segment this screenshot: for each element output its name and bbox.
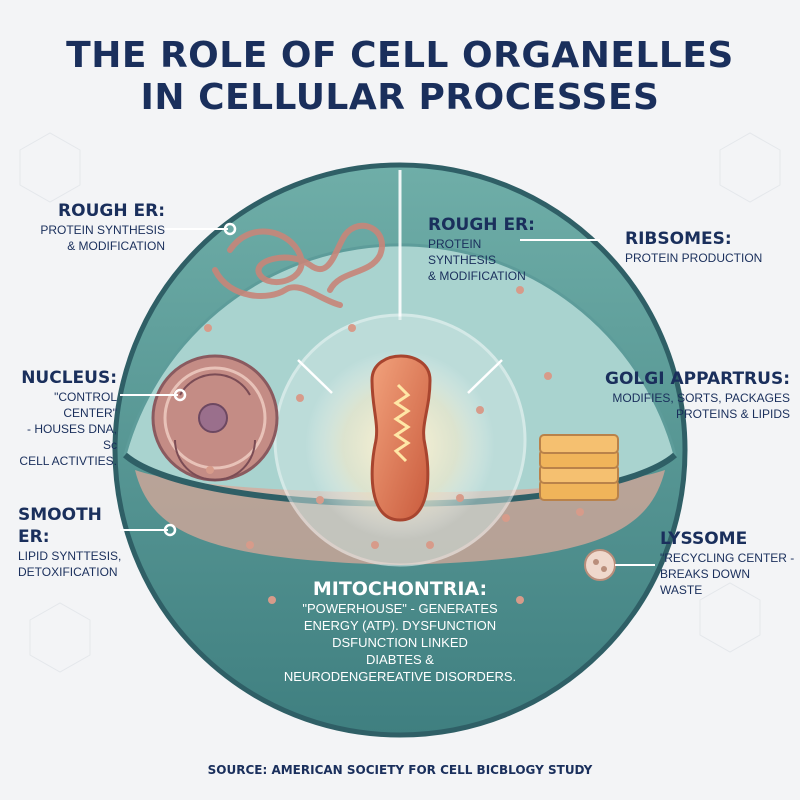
nucleus-label: NUCLEUS: "CONTROL CENTER" - HOUSES DNA, … [10,367,117,469]
mitochondria-desc-4: DIABTES & [366,652,434,667]
golgi-desc-1: MODIFIES, SORTS, PACKAGES [612,391,790,405]
ribosome-dots [204,286,584,604]
nucleus-heading: NUCLEUS: [21,368,117,388]
mitochondria-desc-1: "POWERHOUSE" - GENERATES [302,601,498,616]
smooth-er-label: SMOOTH ER: LIPID SYNTTESIS, DETOXIFICATI… [18,504,128,580]
lysosome-desc-1: "RECYCLING CENTER - [660,551,795,565]
rough-er-left-desc-2: & MODIFICATION [67,239,165,253]
smooth-er-desc-1: LIPID SYNTTESIS, [18,549,122,563]
source-credit: SOURCE: AMERICAN SOCIETY FOR CELL BICBLO… [207,763,593,777]
ribosomes-heading: RIBSOMES: [625,229,732,249]
lysosome-label: LYSSOME "RECYCLING CENTER - BREAKS DOWN … [660,528,795,598]
nucleus-desc-3: CELL ACTIVTIES. [19,454,117,468]
nucleus-desc-1: "CONTROL CENTER" [54,390,117,420]
mitochondria-heading: MITOCHONTRIA: [312,578,488,600]
rough-er-center-heading: ROUGH ER: [428,215,535,235]
golgi-desc-2: PROTEINS & LIPIDS [675,407,790,421]
nucleus-shape [151,354,279,482]
ribosomes-desc-1: PROTEIN PRODUCTION [625,251,763,265]
mitochondria-desc-5: NEURODENGEREATIVE DISORDERS. [283,669,517,684]
mitochondria-desc-2: ENERGY (ATP). DYSFUNCTION [303,618,497,633]
nucleus-desc-2: - HOUSES DNA, Sc [26,422,117,452]
hex-background [19,132,781,673]
golgi-shape [539,434,619,501]
lysosome-heading: LYSSOME [660,529,748,549]
rough-er-center-label: ROUGH ER: PROTEIN SYNTHESIS & MODIFICATI… [428,214,548,284]
mitochondria-desc-3: DSFUNCTION LINKED [332,635,468,650]
mitochondria-label: MITOCHONTRIA: "POWERHOUSE" - GENERATES E… [270,578,530,685]
rough-er-shape [212,222,385,308]
page-title-line2: IN CELLULAR PROCESSES [140,77,660,118]
rough-er-left-label: ROUGH ER: PROTEIN SYNTHESIS & MODIFICATI… [20,200,165,254]
rough-er-left-heading: ROUGH ER: [58,201,165,221]
lysosome-shape [584,549,616,581]
lysosome-desc-2: BREAKS DOWN WASTE [660,567,751,597]
smooth-er-heading: SMOOTH ER: [18,505,102,547]
mitochondrion-shape [370,354,432,522]
smooth-er-desc-2: DETOXIFICATION [18,565,118,579]
page-title-line1: THE ROLE OF CELL ORGANELLES [66,35,734,76]
golgi-label: GOLGI APPARTRUS: MODIFIES, SORTS, PACKAG… [580,368,790,422]
rough-er-center-desc-2: & MODIFICATION [428,269,526,283]
golgi-heading: GOLGI APPARTRUS: [605,369,790,389]
rough-er-left-desc-1: PROTEIN SYNTHESIS [40,223,165,237]
rough-er-center-desc-1: PROTEIN SYNTHESIS [428,237,497,267]
ribosomes-label: RIBSOMES: PROTEIN PRODUCTION [625,228,790,266]
